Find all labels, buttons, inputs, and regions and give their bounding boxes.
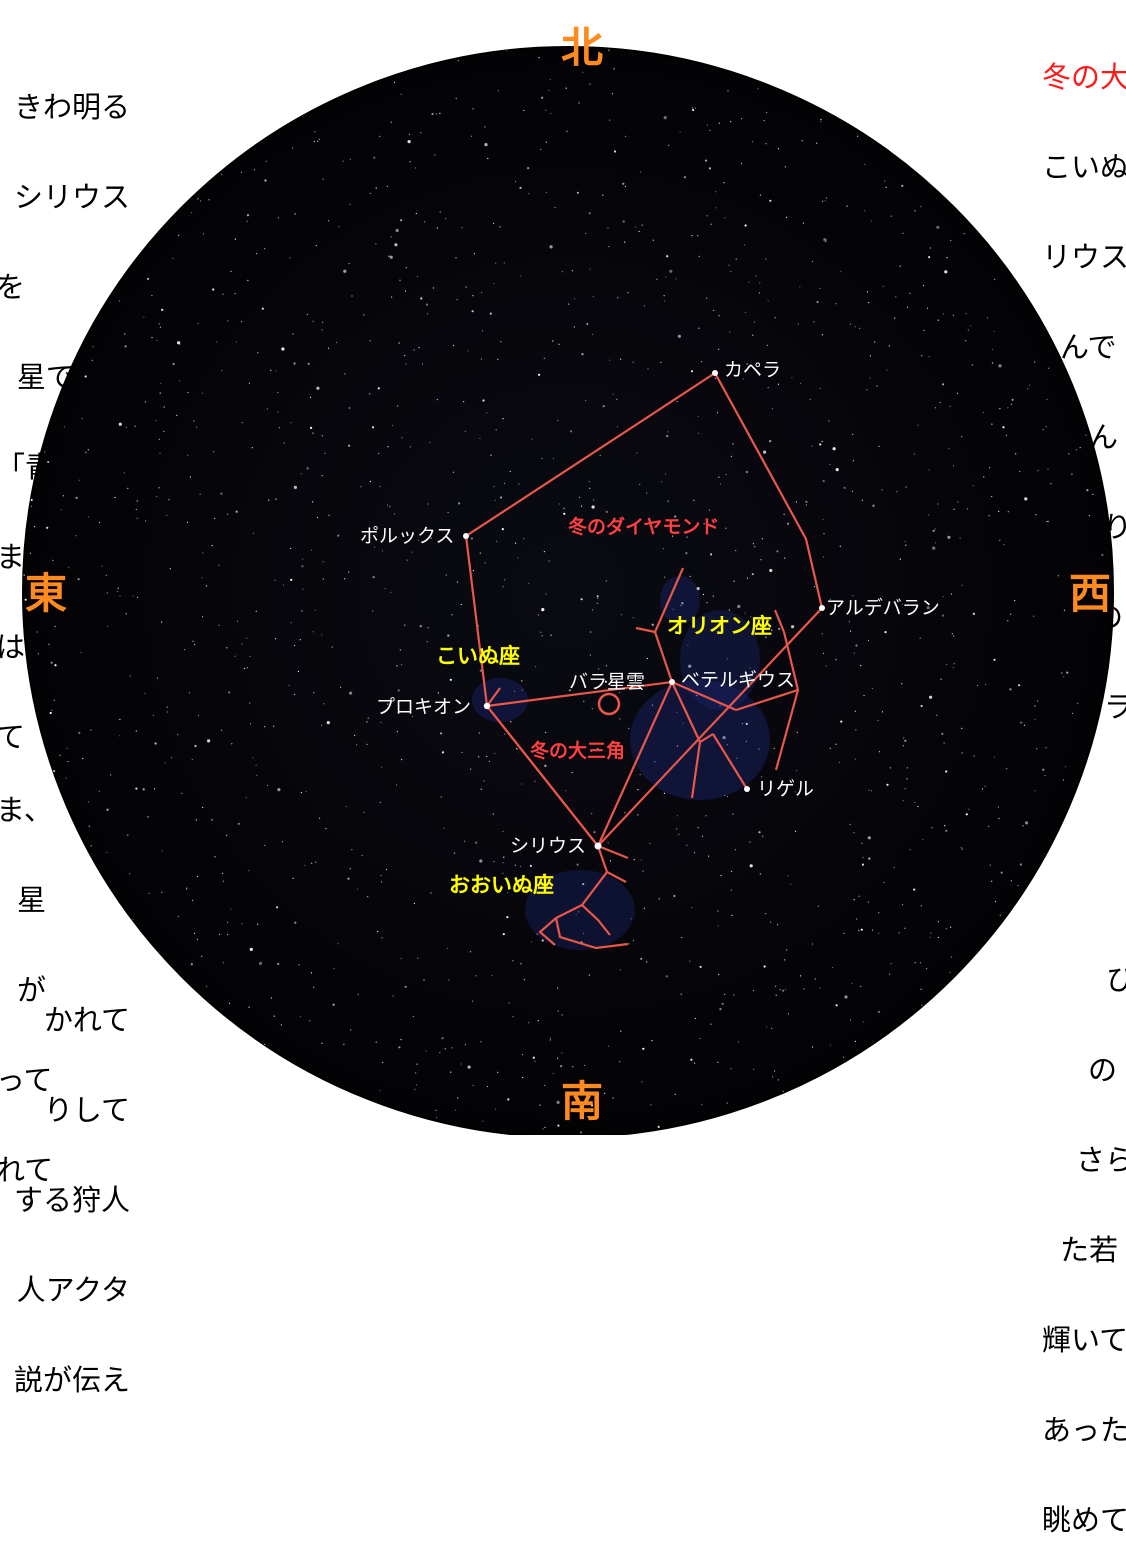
- label-winter-triangle: 冬の大三角: [530, 739, 625, 762]
- direction-east: 東: [25, 569, 67, 618]
- left-line: って: [0, 1063, 53, 1097]
- right-line: 眺めて: [1042, 1503, 1126, 1537]
- canis-minor-figure: [486, 687, 501, 707]
- winter-triangle-line: [486, 680, 674, 849]
- canis-major-figure: [538, 844, 629, 950]
- label-rigel: リゲル: [757, 778, 814, 800]
- right-line: こいぬ: [1042, 150, 1126, 184]
- star-pollux: [463, 533, 469, 539]
- label-betelgeuse: ベテルギウス: [681, 669, 795, 691]
- right-line: ラ: [1104, 690, 1126, 724]
- right-line: さら: [1076, 1143, 1126, 1177]
- star-sirius: [594, 842, 602, 850]
- right-title: 冬の大: [1042, 60, 1126, 94]
- left-line: かれて: [43, 1003, 130, 1037]
- named-stars: [463, 370, 825, 850]
- star-betelgeuse: [669, 679, 675, 685]
- left-line: きわ明る: [13, 90, 130, 124]
- right-line: ひ: [1106, 963, 1126, 997]
- star-chart: 北 南 東 西 カペラ ポルックス アルデバラン プロキオン ベテルギウス リゲ…: [22, 23, 1114, 1135]
- left-line: 人アクタ: [16, 1273, 130, 1307]
- right-line: リウス: [1042, 240, 1126, 274]
- label-orion: オリオン座: [667, 614, 772, 638]
- left-line: 説が伝え: [13, 1363, 130, 1397]
- right-line: 輝いて: [1042, 1323, 1126, 1357]
- label-canis-minor: こいぬ座: [436, 644, 520, 668]
- label-capella: カペラ: [724, 359, 781, 381]
- left-line: ま、: [0, 793, 53, 827]
- label-winter-diamond: 冬のダイヤモンド: [568, 515, 719, 538]
- star-rigel: [744, 786, 750, 792]
- sky-disc: [22, 46, 1114, 1135]
- left-line: シリウス: [13, 180, 130, 214]
- right-line: あった: [1042, 1413, 1126, 1447]
- star-aldebaran: [819, 605, 825, 611]
- rosette-nebula-marker: [597, 692, 621, 716]
- label-sirius: シリウス: [510, 835, 586, 857]
- label-aldebaran: アルデバラン: [826, 597, 940, 619]
- right-line: た若: [1060, 1233, 1119, 1267]
- orion-figure: [635, 567, 800, 799]
- right-line: んで: [1060, 330, 1117, 364]
- label-pollux: ポルックス: [360, 525, 454, 547]
- left-line: を: [0, 270, 26, 304]
- left-line: が: [16, 973, 46, 1007]
- left-line: 星: [16, 883, 46, 917]
- sky-svg: 北 南 東 西 カペラ ポルックス アルデバラン プロキオン ベテルギウス リゲ…: [22, 23, 1114, 1135]
- left-line: りして: [43, 1093, 130, 1127]
- direction-north: 北: [561, 23, 603, 72]
- left-line: する狩人: [13, 1183, 130, 1217]
- label-rosette-nebula: バラ星雲: [569, 671, 645, 693]
- label-procyon: プロキオン: [376, 696, 471, 718]
- star-capella: [712, 370, 718, 376]
- star-procyon: [483, 702, 491, 710]
- starfield: [23, 49, 1104, 1134]
- label-canis-major: おおいぬ座: [449, 873, 554, 897]
- right-line: の: [1088, 1053, 1118, 1087]
- left-line: て: [0, 720, 26, 754]
- direction-south: 南: [561, 1077, 603, 1126]
- direction-west: 西: [1069, 569, 1111, 618]
